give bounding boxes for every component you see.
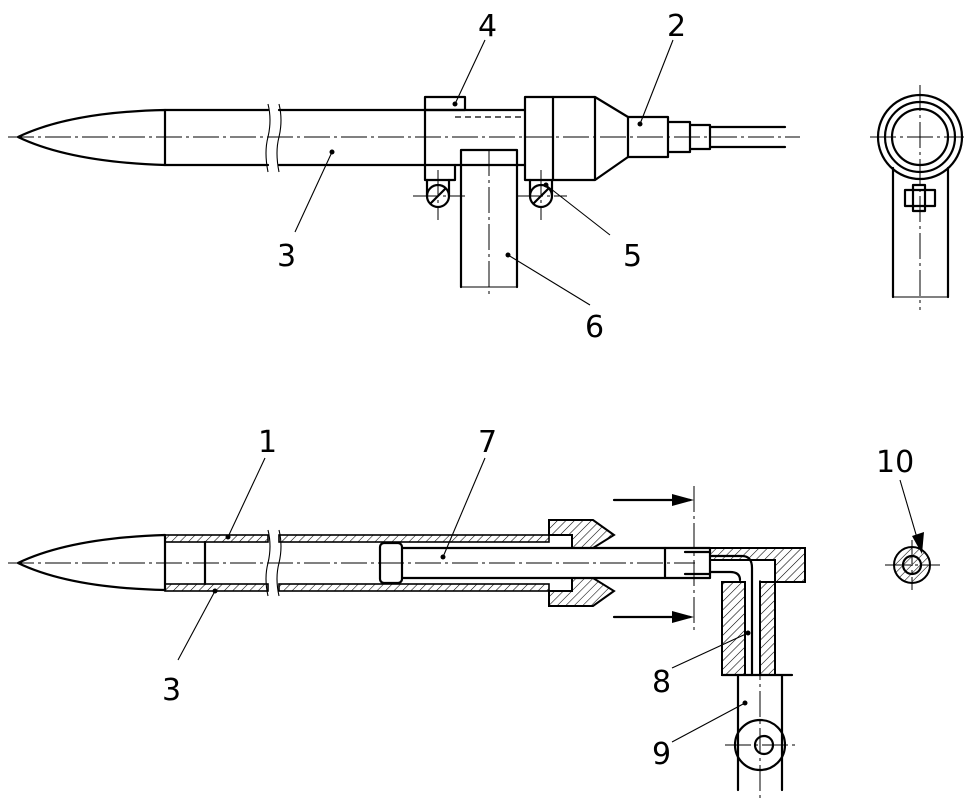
side-view-top bbox=[870, 85, 964, 310]
bottom-bent-tube bbox=[708, 554, 754, 677]
top-tube-break bbox=[265, 103, 282, 173]
label-1: 1 bbox=[258, 425, 277, 460]
bottom-coupling bbox=[663, 546, 712, 580]
bottom-vertical-leg-left bbox=[721, 581, 746, 676]
top-ring bbox=[423, 95, 467, 112]
bottom-probe-rod bbox=[400, 546, 667, 580]
bottom-probe-head bbox=[378, 541, 404, 585]
label-9: 9 bbox=[652, 737, 671, 772]
label-4: 4 bbox=[478, 9, 497, 44]
label-2: 2 bbox=[667, 9, 686, 44]
label-7: 7 bbox=[478, 425, 497, 460]
bottom-elbow-block bbox=[709, 547, 806, 583]
top-assembly-view bbox=[8, 95, 800, 297]
label-6: 6 bbox=[585, 310, 604, 345]
section-detail bbox=[885, 540, 940, 590]
label-5: 5 bbox=[623, 239, 642, 274]
bottom-union-nut bbox=[548, 519, 616, 549]
side-handle bbox=[891, 166, 950, 299]
bottom-section-view bbox=[8, 486, 806, 798]
label-8: 8 bbox=[652, 665, 671, 700]
label-10: 10 bbox=[876, 445, 914, 480]
top-connector bbox=[551, 95, 630, 182]
bottom-tube-wall-top bbox=[164, 534, 269, 543]
bottom-tube-break bbox=[265, 529, 282, 597]
top-clamp-left bbox=[423, 108, 457, 182]
bottom-vertical-leg-right bbox=[759, 581, 776, 676]
bottom-cone-tip bbox=[16, 533, 167, 592]
top-plug bbox=[626, 115, 712, 159]
top-cable bbox=[708, 125, 787, 149]
top-cone-tip bbox=[16, 108, 167, 167]
leader-lines bbox=[177, 39, 924, 743]
top-clamp-right bbox=[523, 95, 555, 182]
part-labels: 2 4 3 5 6 1 7 3 8 9 10 bbox=[162, 9, 914, 772]
top-tube bbox=[163, 108, 527, 167]
label-3-bottom: 3 bbox=[162, 673, 181, 708]
label-3-top: 3 bbox=[277, 239, 296, 274]
